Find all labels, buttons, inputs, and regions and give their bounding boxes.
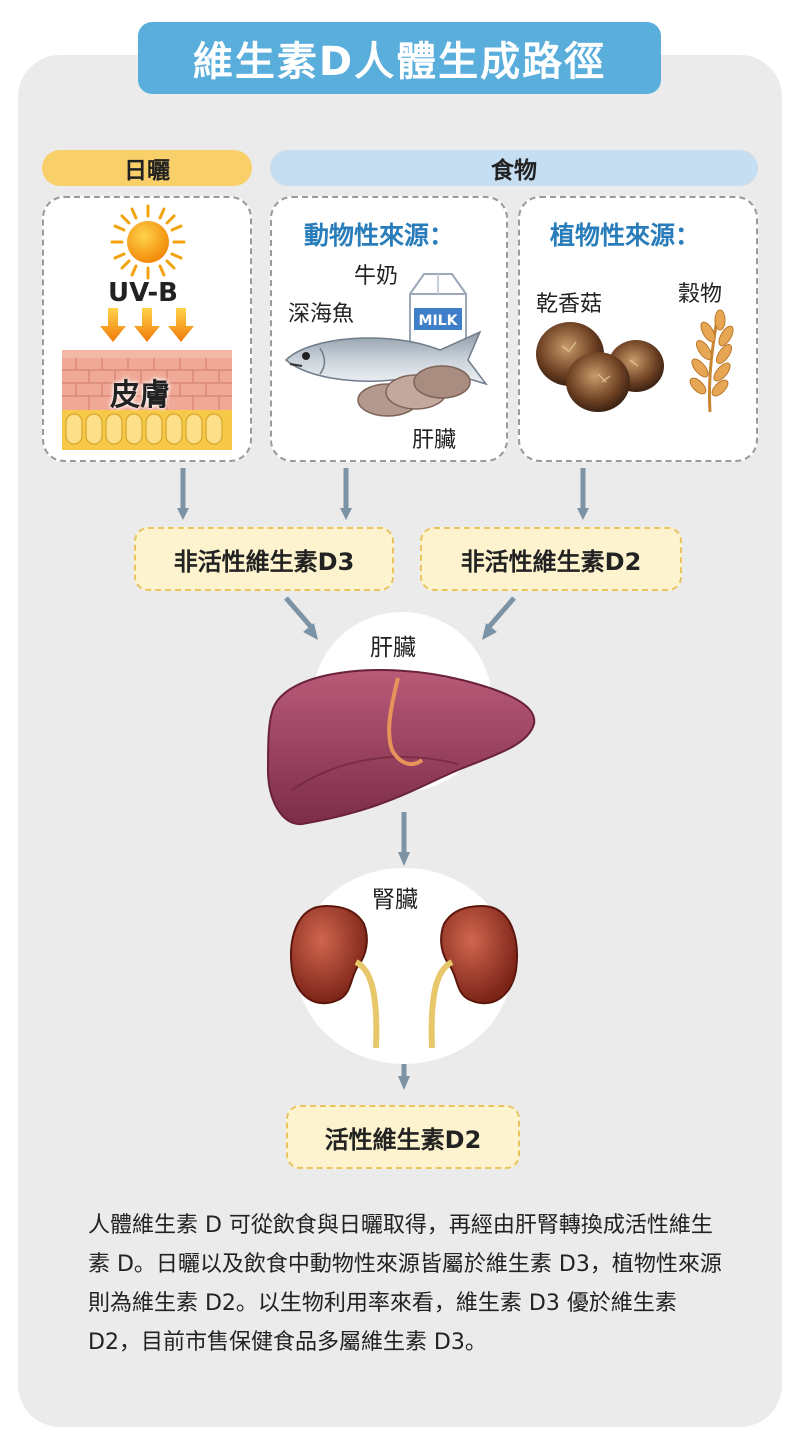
skin-layer-icon xyxy=(62,350,232,450)
mushroom-label: 乾香菇 xyxy=(536,292,603,317)
kidney-organ-label: 腎臟 xyxy=(372,887,418,913)
plant-source-title: 植物性來源： xyxy=(550,221,701,250)
milk-carton-icon: MILK xyxy=(409,273,467,359)
animal-source-title: 動物性來源： xyxy=(304,221,455,250)
grain-label: 穀物 xyxy=(678,282,723,307)
flow-arrow-icon xyxy=(284,596,314,630)
sunlight-header: 日曬 xyxy=(42,150,252,186)
flow-arrow-icon xyxy=(398,852,410,866)
grain-icon xyxy=(689,309,734,413)
food-header: 食物 xyxy=(270,150,758,186)
flow-arrow-icon xyxy=(340,508,352,520)
kidney-icon xyxy=(290,904,518,1049)
liver-organ-label: 肝臟 xyxy=(370,635,416,661)
flow-arrow-icon xyxy=(482,623,497,640)
inactive-d2-box: 非活性維生素D2 xyxy=(420,527,682,591)
animal-source-card: 動物性來源： 牛奶 深海魚 MILK 肝臟 xyxy=(270,196,508,462)
plant-source-card: 植物性來源： 乾香菇 穀物 xyxy=(518,196,758,462)
skin-label: 皮膚 xyxy=(110,378,170,413)
mushroom-icon xyxy=(536,322,664,412)
flow-arrow-icon xyxy=(577,508,589,520)
liver-food-label: 肝臟 xyxy=(412,428,457,453)
uvb-label: UV-B xyxy=(108,278,178,308)
flow-arrow-icon xyxy=(486,596,516,630)
milk-carton-text: MILK xyxy=(419,313,459,329)
liver-organ-icon xyxy=(266,669,536,826)
page-title: 維生素D人體生成路徑 xyxy=(138,22,661,94)
sun-icon xyxy=(110,204,186,280)
active-d2-box: 活性維生素D2 xyxy=(286,1105,520,1169)
milk-label: 牛奶 xyxy=(354,264,399,289)
sunlight-card: UV-B 皮膚 xyxy=(42,196,252,462)
flow-arrow-icon xyxy=(177,508,189,520)
liver-slices-icon xyxy=(357,365,471,417)
flow-arrow-icon xyxy=(398,1076,410,1090)
uv-arrow-icon xyxy=(100,308,194,342)
description-text: 人體維生素 D 可從飲食與日曬取得，再經由肝腎轉換成活性維生素 D。日曬以及飲食… xyxy=(88,1213,722,1355)
inactive-d3-box: 非活性維生素D3 xyxy=(134,527,394,591)
flow-arrow-icon xyxy=(303,623,318,640)
fish-label: 深海魚 xyxy=(288,302,355,327)
